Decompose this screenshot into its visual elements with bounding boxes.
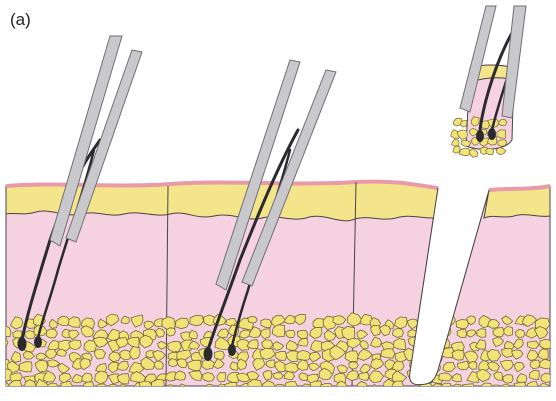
fat-lobule bbox=[224, 382, 237, 392]
fat-lobule bbox=[0, 351, 5, 360]
fat-lobule bbox=[393, 329, 404, 338]
fat-lobule bbox=[13, 331, 22, 338]
fat-lobule bbox=[463, 384, 476, 393]
fat-lobule bbox=[46, 349, 57, 358]
fat-lobule bbox=[84, 382, 94, 390]
fat-lobule bbox=[108, 384, 118, 392]
fat-lobule bbox=[266, 360, 275, 368]
fat-lobule bbox=[152, 380, 165, 392]
fat-lobule bbox=[168, 342, 182, 353]
graft-fat-lobule bbox=[471, 117, 479, 126]
fat-lobule bbox=[46, 329, 57, 338]
fat-lobule bbox=[504, 326, 513, 336]
fat-lobule bbox=[61, 382, 73, 391]
fat-lobule bbox=[394, 338, 406, 349]
graft-fat-lobule bbox=[452, 139, 460, 146]
fat-lobule bbox=[452, 384, 461, 393]
fat-lobule bbox=[516, 329, 525, 338]
fat-lobule bbox=[0, 319, 6, 329]
fat-lobule bbox=[541, 373, 553, 382]
fat-lobule bbox=[481, 383, 493, 394]
fat-lobule bbox=[262, 340, 273, 349]
fat-lobule bbox=[457, 330, 466, 338]
fat-lobule bbox=[403, 386, 416, 396]
graft-fat-lobule bbox=[469, 149, 478, 158]
extracted-follicular-graft bbox=[451, 6, 526, 157]
fat-lobule bbox=[204, 384, 215, 393]
fat-lobule bbox=[452, 350, 464, 360]
fat-lobule bbox=[69, 386, 80, 394]
fat-lobule bbox=[381, 349, 395, 359]
fat-lobule bbox=[321, 383, 334, 393]
fat-lobule bbox=[310, 381, 322, 390]
fat-lobule bbox=[477, 329, 486, 338]
fat-lobule bbox=[345, 351, 358, 362]
fat-lobule bbox=[493, 328, 504, 337]
graft-fat-lobule bbox=[486, 148, 494, 155]
forceps-right-arm-2 bbox=[502, 6, 526, 118]
fat-lobule bbox=[130, 347, 140, 360]
fat-lobule bbox=[69, 340, 82, 350]
fat-lobule bbox=[357, 382, 367, 392]
fat-lobule bbox=[514, 382, 526, 392]
graft-fat-lobule bbox=[497, 147, 506, 154]
fat-lobule bbox=[48, 383, 58, 391]
fat-lobule bbox=[0, 383, 10, 393]
graft-fat-lobule bbox=[498, 140, 507, 147]
fat-lobule bbox=[190, 315, 204, 326]
fat-lobule bbox=[301, 384, 312, 394]
fat-lobule bbox=[348, 386, 356, 395]
fat-lobule bbox=[359, 373, 369, 381]
fat-lobule bbox=[349, 362, 359, 369]
panel-label: (a) bbox=[10, 10, 31, 30]
fat-lobule bbox=[503, 375, 513, 384]
fat-lobule bbox=[190, 386, 202, 394]
fat-lobule bbox=[540, 359, 554, 368]
fat-lobule bbox=[248, 316, 257, 323]
fat-lobule bbox=[217, 373, 225, 382]
fat-lobule bbox=[96, 384, 106, 392]
fat-lobule bbox=[527, 341, 539, 348]
fat-lobule bbox=[188, 360, 202, 371]
graft-fat-lobule bbox=[453, 146, 460, 153]
fat-lobule bbox=[166, 328, 175, 336]
fat-lobule bbox=[202, 373, 214, 382]
fat-lobule bbox=[139, 381, 152, 390]
fat-lobule bbox=[456, 320, 469, 329]
fat-lobule bbox=[501, 384, 510, 393]
fat-lobule bbox=[261, 319, 272, 328]
fat-lobule bbox=[19, 362, 32, 372]
